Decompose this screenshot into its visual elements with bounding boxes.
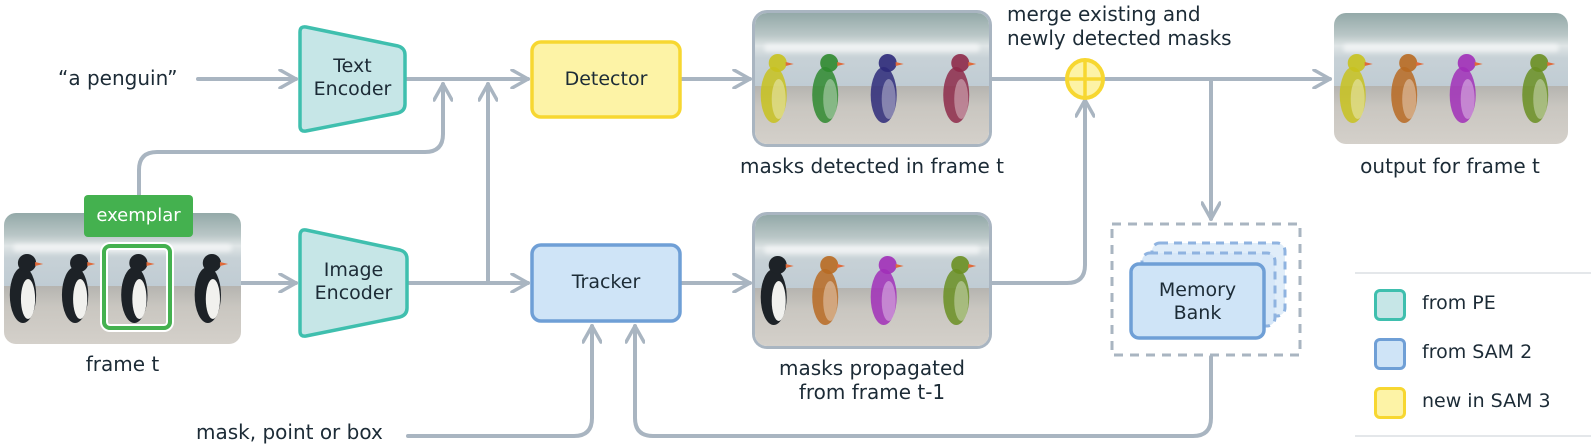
text-encoder-shape[interactable] xyxy=(298,25,407,133)
penguin xyxy=(870,256,904,325)
image-encoder-label-line1: Image xyxy=(323,259,384,281)
legend-bottom-rule xyxy=(1355,435,1591,437)
merge-operator-icon xyxy=(1065,58,1105,100)
detected-masks-caption: masks detected in frame t xyxy=(740,154,1004,178)
exemplar-box[interactable] xyxy=(102,244,172,330)
image-encoder-label-line2: Encoder xyxy=(314,282,393,304)
memory-bank-label-line2: Bank xyxy=(1173,302,1222,324)
legend-label-pe: from PE xyxy=(1422,292,1496,314)
visual-prompt-label: mask, point or box xyxy=(196,420,383,444)
image-encoder-shape[interactable] xyxy=(298,228,409,338)
detector-label: Detector xyxy=(564,68,648,90)
text-encoder-label-line2: Encoder xyxy=(313,78,392,100)
text-encoder-label-line1: Text xyxy=(333,55,372,77)
propagated-caption-line1: masks propagated xyxy=(779,356,965,380)
penguin xyxy=(760,54,794,123)
tracker-label: Tracker xyxy=(571,271,641,293)
penguin xyxy=(1339,54,1373,123)
penguin xyxy=(194,254,229,323)
penguin xyxy=(121,254,155,323)
connector-propagated-to-merge xyxy=(990,98,1085,285)
merge-label: merge existing and newly detected masks xyxy=(1007,2,1232,50)
merge-label-line2: newly detected masks xyxy=(1007,26,1232,50)
legend-swatch-sam2 xyxy=(1374,338,1406,370)
legend-label-sam2: from SAM 2 xyxy=(1422,341,1533,363)
detector-shape[interactable] xyxy=(530,40,682,119)
connector-memory-to-tracker xyxy=(635,324,1213,438)
tracker-shape[interactable] xyxy=(530,243,682,323)
text-encoder-label: Text Encoder xyxy=(300,55,405,101)
legend-label-sam3: new in SAM 3 xyxy=(1422,390,1551,412)
penguin xyxy=(61,254,96,323)
memory-bank-label-line1: Memory xyxy=(1158,279,1237,301)
penguin xyxy=(870,54,904,123)
frame-t-image xyxy=(4,213,241,344)
propagated-masks-caption: masks propagated from frame t-1 xyxy=(715,356,1029,404)
penguin xyxy=(812,54,846,123)
penguin xyxy=(812,256,846,325)
connector-exemplar-to-detector xyxy=(137,82,443,198)
penguin xyxy=(1522,54,1556,123)
image-encoder-label: Image Encoder xyxy=(300,259,407,305)
output-caption: output for frame t xyxy=(1360,154,1540,178)
propagated-masks-image xyxy=(755,215,989,346)
penguin xyxy=(1449,54,1483,123)
legend-swatch-sam3 xyxy=(1374,387,1406,419)
text-prompt-label: “a penguin” xyxy=(58,66,178,90)
memory-bank-shape[interactable] xyxy=(1129,262,1266,340)
penguin xyxy=(943,54,977,123)
merge-label-line1: merge existing and xyxy=(1007,2,1201,26)
penguin xyxy=(943,256,977,325)
connector-visualprompt-to-tracker xyxy=(406,324,592,438)
penguin xyxy=(9,254,44,323)
exemplar-badge: exemplar xyxy=(84,195,193,237)
output-image xyxy=(1334,13,1568,144)
penguin xyxy=(760,256,794,325)
memory-bank-label: Memory Bank xyxy=(1131,279,1264,325)
legend-swatch-pe xyxy=(1374,289,1406,321)
legend-top-rule xyxy=(1355,272,1591,274)
frame-t-caption: frame t xyxy=(85,352,160,376)
penguin xyxy=(1391,54,1425,123)
propagated-caption-line2: from frame t-1 xyxy=(798,380,946,404)
detected-masks-image xyxy=(755,13,989,144)
